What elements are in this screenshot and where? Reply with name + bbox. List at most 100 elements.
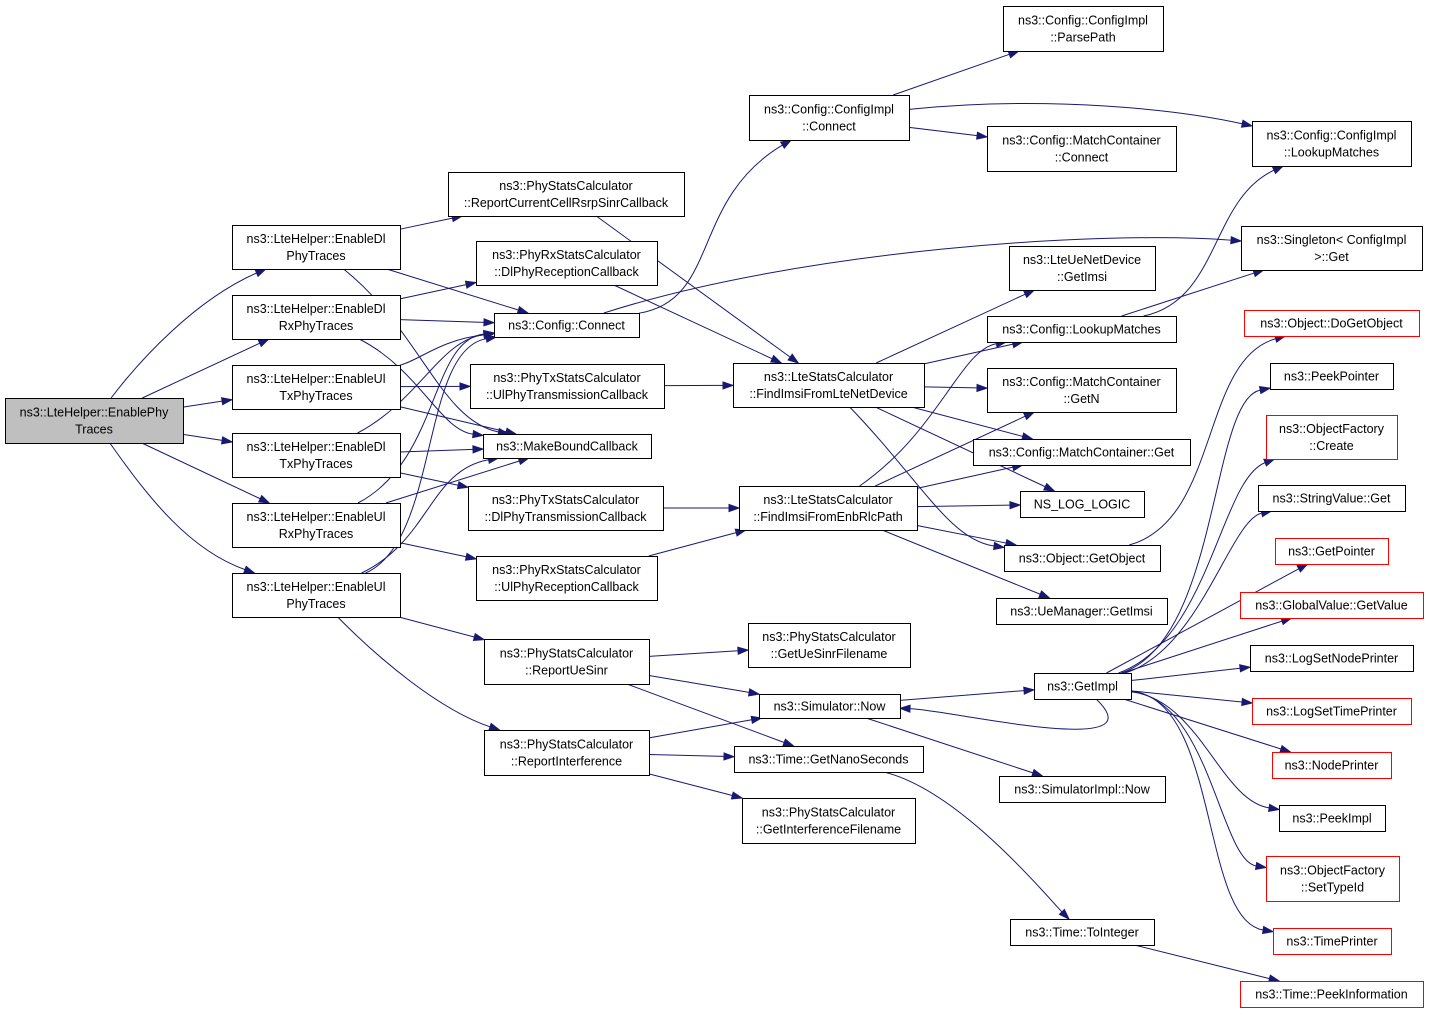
- node-box: [999, 776, 1166, 803]
- node-rptInterf[interactable]: ns3::PhyStatsCalculator::ReportInterfere…: [484, 730, 650, 776]
- edge-rptUeSinr-to-ueSinrFile: [648, 646, 750, 657]
- node-label: ns3::PhyStatsCalculator: [500, 647, 633, 661]
- edge-ulRxPhy-to-ulPhyRxCb: [399, 542, 478, 561]
- edge-dlTxPhy-to-dlPhyTxCb: [399, 472, 470, 490]
- node-ulPhyRxCb[interactable]: ns3::PhyRxStatsCalculator::UlPhyReceptio…: [476, 556, 658, 601]
- node-box: [232, 573, 401, 618]
- node-mcConnect[interactable]: ns3::Config::MatchContainer::Connect: [987, 126, 1177, 172]
- arrowhead-icon: [1058, 908, 1071, 921]
- arrowhead-icon: [898, 704, 911, 713]
- arrowhead-icon: [747, 688, 761, 697]
- node-label: ns3::GlobalValue::GetValue: [1255, 599, 1407, 613]
- node-box: [1279, 805, 1386, 832]
- node-ofSetTypeId[interactable]: ns3::ObjectFactory::SetTypeId: [1266, 856, 1400, 902]
- node-box: [1252, 121, 1412, 167]
- node-getImpl[interactable]: ns3::GetImpl: [1034, 673, 1132, 700]
- node-lookupMatches[interactable]: ns3::Config::LookupMatches: [987, 316, 1177, 343]
- node-label: ns3::LteUeNetDevice: [1023, 253, 1141, 267]
- node-label: TxPhyTraces: [279, 457, 352, 471]
- node-logNode[interactable]: ns3::LogSetNodePrinter: [1250, 645, 1414, 672]
- node-ueSinrFile[interactable]: ns3::PhyStatsCalculator::GetUeSinrFilena…: [748, 623, 911, 668]
- node-mcGetN[interactable]: ns3::Config::MatchContainer::GetN: [987, 368, 1177, 413]
- edge-getNano-to-toInteger: [883, 771, 1071, 921]
- edge-root-to-ulRxPhy: [141, 442, 271, 504]
- node-makeBound[interactable]: ns3::MakeBoundCallback: [483, 434, 652, 459]
- node-box: [1250, 645, 1414, 672]
- node-ueMgrImsi[interactable]: ns3::UeManager::GetImsi: [996, 598, 1168, 625]
- node-dlPhyTxCb[interactable]: ns3::PhyTxStatsCalculator::DlPhyTransmis…: [468, 486, 664, 531]
- edge-line: [337, 616, 491, 728]
- edge-cfgImplConnect-to-implLookup: [908, 103, 1254, 128]
- node-configConnect[interactable]: ns3::Config::Connect: [494, 313, 640, 338]
- node-ofCreate[interactable]: ns3::ObjectFactory::Create: [1266, 415, 1398, 460]
- node-simImplNow[interactable]: ns3::SimulatorImpl::Now: [999, 776, 1166, 803]
- node-label: ::FindImsiFromEnbRlcPath: [753, 510, 902, 524]
- node-label: ns3::LteHelper::EnableUl: [247, 510, 386, 524]
- edge-line: [365, 338, 487, 574]
- arrowhead-icon: [1296, 563, 1309, 573]
- node-timePrinter[interactable]: ns3::TimePrinter: [1273, 928, 1392, 955]
- node-findLteDev[interactable]: ns3::LteStatsCalculator::FindImsiFromLte…: [733, 363, 925, 408]
- node-getPointer[interactable]: ns3::GetPointer: [1275, 538, 1389, 565]
- edge-configConnect-to-cfgImplConnect: [638, 139, 793, 314]
- node-label: ::UlPhyTransmissionCallback: [486, 388, 649, 402]
- node-getObject[interactable]: ns3::Object::GetObject: [1004, 545, 1161, 572]
- node-box: [1266, 856, 1400, 902]
- node-simNow[interactable]: ns3::Simulator::Now: [759, 694, 901, 719]
- node-mcGet[interactable]: ns3::Config::MatchContainer::Get: [973, 439, 1191, 466]
- node-box: [5, 398, 184, 444]
- node-getNano[interactable]: ns3::Time::GetNanoSeconds: [734, 746, 924, 773]
- node-box: [232, 295, 401, 340]
- node-label: ns3::NodePrinter: [1285, 759, 1379, 773]
- node-parsePath[interactable]: ns3::Config::ConfigImpl::ParsePath: [1003, 6, 1164, 52]
- edge-line: [357, 333, 485, 504]
- edge-line: [399, 448, 474, 453]
- node-peekInfo[interactable]: ns3::Time::PeekInformation: [1240, 981, 1424, 1008]
- node-peekPointer[interactable]: ns3::PeekPointer: [1270, 363, 1394, 390]
- node-rptUeSinr[interactable]: ns3::PhyStatsCalculator::ReportUeSinr: [484, 639, 650, 685]
- edge-line: [859, 343, 997, 487]
- node-label: ::UlPhyReceptionCallback: [494, 580, 639, 594]
- edge-getImpl-to-gvGet: [1122, 617, 1293, 674]
- arrowhead-icon: [723, 752, 736, 761]
- edge-line: [849, 406, 995, 547]
- node-ueGetImsi[interactable]: ns3::LteUeNetDevice::GetImsi: [1009, 246, 1156, 291]
- arrowhead-icon: [737, 646, 750, 655]
- edge-findLteDev-to-getObject: [849, 406, 1006, 551]
- node-dlPhyRxCb[interactable]: ns3::PhyRxStatsCalculator::DlPhyReceptio…: [476, 241, 658, 286]
- edge-line: [911, 406, 1023, 437]
- node-label: TxPhyTraces: [279, 389, 352, 403]
- node-peekImpl[interactable]: ns3::PeekImpl: [1279, 805, 1386, 832]
- node-label: ::GetImsi: [1057, 270, 1107, 284]
- node-box: [1252, 698, 1412, 725]
- node-gvGet[interactable]: ns3::GlobalValue::GetValue: [1240, 592, 1424, 619]
- node-cfgImplConnect[interactable]: ns3::Config::ConfigImpl::Connect: [749, 95, 910, 141]
- node-label: ::ReportUeSinr: [525, 664, 608, 678]
- node-nodePrinter[interactable]: ns3::NodePrinter: [1272, 752, 1392, 779]
- node-findEnbRlc[interactable]: ns3::LteStatsCalculator::FindImsiFromEnb…: [739, 486, 918, 531]
- edge-line: [398, 616, 475, 638]
- node-implLookup[interactable]: ns3::Config::ConfigImpl::LookupMatches: [1252, 121, 1412, 167]
- node-logTime[interactable]: ns3::LogSetTimePrinter: [1252, 698, 1412, 725]
- arrowhead-icon: [1254, 861, 1268, 871]
- node-singleton[interactable]: ns3::Singleton< ConfigImpl>::Get: [1241, 226, 1423, 271]
- node-nsLog[interactable]: NS_LOG_LOGIC: [1020, 491, 1145, 518]
- node-strGet[interactable]: ns3::StringValue::Get: [1258, 485, 1406, 512]
- node-rptCell[interactable]: ns3::PhyStatsCalculator::ReportCurrentCe…: [448, 172, 685, 217]
- node-doGetObject[interactable]: ns3::Object::DoGetObject: [1244, 310, 1420, 337]
- node-ulPhyTxCb[interactable]: ns3::PhyTxStatsCalculator::UlPhyTransmis…: [470, 364, 665, 409]
- node-toInteger[interactable]: ns3::Time::ToInteger: [1010, 919, 1155, 946]
- node-label: ns3::LteHelper::EnablePhy: [20, 406, 169, 420]
- node-label: ns3::PhyStatsCalculator: [500, 738, 633, 752]
- edge-line: [399, 284, 467, 300]
- edge-line: [1134, 944, 1270, 980]
- node-interfFile[interactable]: ns3::PhyStatsCalculator::GetInterference…: [742, 798, 916, 844]
